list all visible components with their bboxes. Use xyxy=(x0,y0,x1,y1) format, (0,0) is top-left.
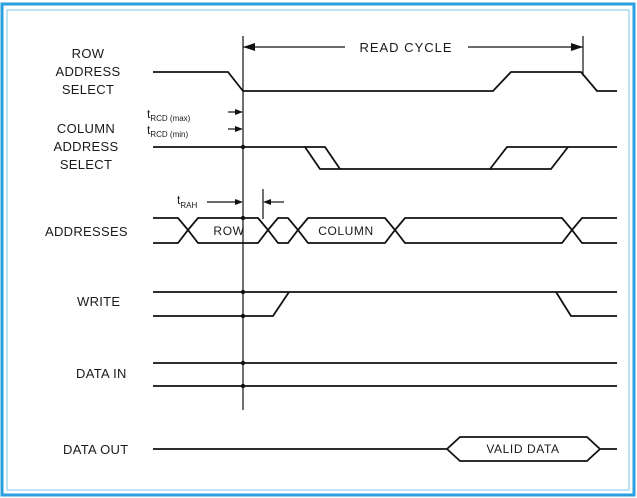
ras-label-line3: SELECT xyxy=(62,82,114,97)
column-box-label: COLUMN xyxy=(318,224,374,238)
cas-label-line2: ADDRESS xyxy=(54,139,119,154)
data-out-label: DATA OUT xyxy=(63,442,128,457)
trcd-max-label: tRCD (max) xyxy=(147,107,191,123)
trah-arrow-right xyxy=(263,199,271,205)
read-cycle-dimension: READ CYCLE xyxy=(243,40,583,55)
cas-label: COLUMN ADDRESS SELECT xyxy=(54,121,119,172)
dot-datain-bottom xyxy=(240,383,246,389)
read-cycle-label: READ CYCLE xyxy=(359,40,452,55)
data-out-waveform xyxy=(153,436,617,462)
ras-waveform xyxy=(153,71,617,92)
trcd-max-arrow xyxy=(235,109,243,115)
dot-addr xyxy=(240,215,246,221)
read-cycle-arrow-right xyxy=(571,43,583,51)
trah-label: tRAH xyxy=(177,193,197,210)
trah-sub: RAH xyxy=(180,201,197,210)
trah-arrow-left xyxy=(235,199,243,205)
addresses-waveform-bottom xyxy=(153,228,617,244)
svg-text:tRCD (max): tRCD (max) xyxy=(147,107,191,123)
write-waveform-bottom xyxy=(153,291,617,317)
svg-text:tRAH: tRAH xyxy=(177,193,197,210)
cas-waveform-lower xyxy=(305,146,569,170)
dot-datain-top xyxy=(240,360,246,366)
trcd-max-sub: RCD (max) xyxy=(150,114,190,123)
reference-dots xyxy=(240,144,246,389)
trcd-min-t: t xyxy=(147,123,151,137)
ras-label-line2: ADDRESS xyxy=(56,64,121,79)
write-label: WRITE xyxy=(77,294,120,309)
data-in-label: DATA IN xyxy=(76,366,127,381)
dot-write-top xyxy=(240,289,246,295)
trcd-min-arrow xyxy=(235,126,243,132)
cas-waveform-upper xyxy=(153,146,617,170)
trcd-min-label: tRCD (min) xyxy=(147,123,188,139)
addresses-label: ADDRESSES xyxy=(45,224,128,239)
cas-label-line1: COLUMN xyxy=(57,121,115,136)
read-cycle-arrow-left xyxy=(243,43,255,51)
frame-inner-border xyxy=(6,9,630,491)
dot-cas xyxy=(240,144,246,150)
trcd-min-sub: RCD (min) xyxy=(150,130,188,139)
cas-label-line3: SELECT xyxy=(60,157,112,172)
dot-write-bottom xyxy=(240,313,246,319)
trah-t: t xyxy=(177,193,181,207)
ras-label: ROW ADDRESS SELECT xyxy=(56,46,121,97)
valid-data-label: VALID DATA xyxy=(486,442,559,456)
ras-label-line1: ROW xyxy=(72,46,105,61)
trcd-max-t: t xyxy=(147,107,151,121)
row-box-label: ROW xyxy=(213,224,244,238)
svg-text:tRCD (min): tRCD (min) xyxy=(147,123,188,139)
